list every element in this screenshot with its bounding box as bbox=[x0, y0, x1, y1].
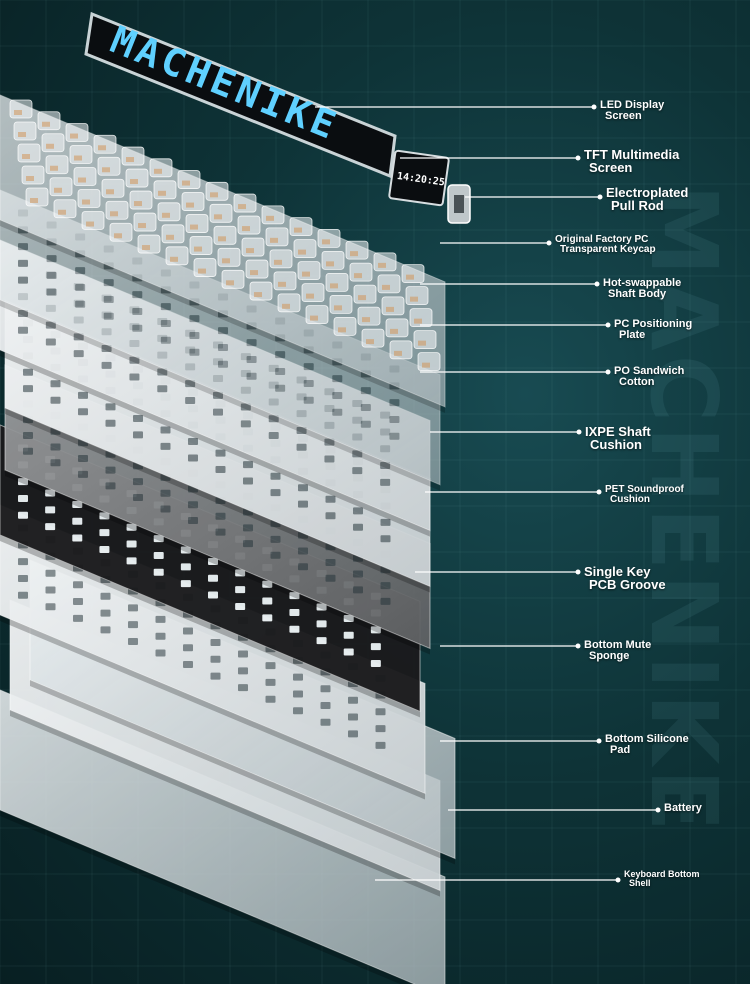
leader-line bbox=[420, 369, 611, 375]
leader-line bbox=[420, 281, 600, 287]
component-label-line1: IXPE Shaft bbox=[585, 424, 651, 439]
component-label-line1: Electroplated bbox=[606, 185, 689, 200]
leader-line bbox=[420, 322, 611, 328]
component-label-line1: Original Factory PC bbox=[555, 234, 649, 245]
component-label-line2: Screen bbox=[589, 160, 633, 175]
brand-watermark: MACHENIKE bbox=[630, 184, 737, 836]
leader-line bbox=[448, 807, 661, 813]
component-label-line1: PC Positioning bbox=[614, 318, 693, 330]
leader-line bbox=[465, 194, 603, 200]
component-label-line2: Pad bbox=[610, 744, 631, 756]
component-label: Battery bbox=[664, 803, 702, 814]
component-label-line2: Plate bbox=[619, 329, 646, 341]
leader-line bbox=[440, 240, 552, 246]
leader-line bbox=[425, 489, 602, 495]
component-label-line2: Shaft Body bbox=[608, 288, 667, 300]
component-label-line2: Cushion bbox=[590, 437, 642, 452]
component-label-line1: LED Display bbox=[600, 99, 665, 111]
leader-line bbox=[430, 429, 582, 435]
component-label-line2: Screen bbox=[605, 110, 642, 122]
component-label-line1: Single Key bbox=[584, 564, 651, 579]
leader-line bbox=[440, 643, 581, 649]
component-label-line1: Bottom Silicone bbox=[605, 733, 689, 745]
tft-screen: 14:20:25 bbox=[388, 149, 450, 207]
component-label-line1: PET Soundproof bbox=[605, 484, 684, 495]
component-label-line2: Pull Rod bbox=[611, 198, 664, 213]
transparent-keycaps bbox=[9, 99, 441, 372]
component-label-line1: TFT Multimedia bbox=[584, 147, 680, 162]
leader-line bbox=[440, 738, 602, 744]
component-label-line1: Keyboard Bottom bbox=[624, 869, 700, 879]
leader-line bbox=[315, 104, 597, 110]
component-label-line1: Hot-swappable bbox=[603, 277, 682, 289]
component-label-line2: Transparent Keycap bbox=[560, 244, 656, 255]
pull-rod bbox=[447, 184, 471, 224]
component-label-line2: Cushion bbox=[610, 494, 650, 505]
leader-line bbox=[400, 155, 581, 161]
component-label-line2: PCB Groove bbox=[589, 577, 666, 592]
component-label-line1: Battery bbox=[664, 802, 702, 814]
component-label-line2: Shell bbox=[629, 878, 651, 888]
component-label-line2: Sponge bbox=[589, 650, 630, 662]
led-display-text: MACHENIKE bbox=[105, 18, 346, 149]
component-label-line2: Cotton bbox=[619, 376, 655, 388]
component-label-line1: Bottom Mute bbox=[584, 639, 652, 651]
leader-line bbox=[375, 877, 621, 883]
component-label-line1: PO Sandwich bbox=[614, 365, 685, 377]
leader-line bbox=[415, 569, 581, 575]
